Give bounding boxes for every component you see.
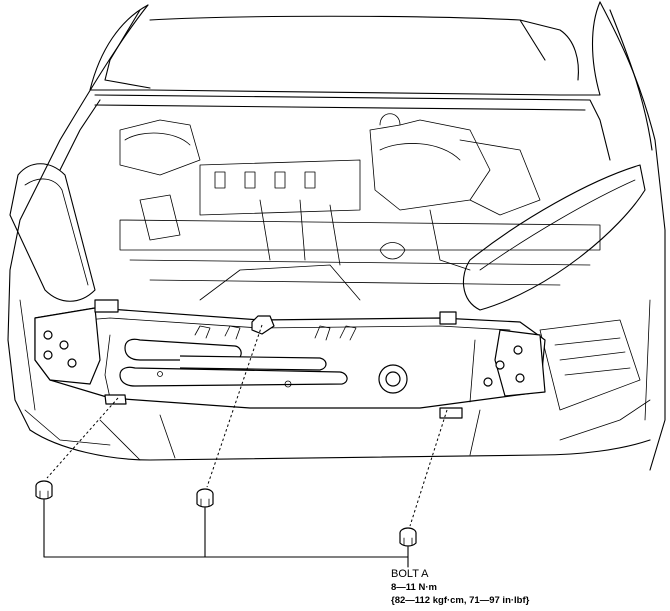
bolt-a-label: BOLT A <box>391 568 429 580</box>
bolt-left <box>35 480 53 500</box>
bolt-right <box>399 527 417 547</box>
vehicle-body <box>7 1 666 471</box>
torque-value-alt: {82—112 kgf·cm, 71—97 in·lbf} <box>391 595 530 606</box>
bumper-reinforcement <box>34 299 546 419</box>
bolt-a-callout: BOLT A 8—11 N·m {82—112 kgf·cm, 71—97 in… <box>391 568 529 607</box>
callout-leader <box>43 499 409 568</box>
bolt-center <box>196 488 214 508</box>
torque-value-nm: 8—11 N·m <box>391 582 437 593</box>
installation-guide-lines <box>46 324 448 527</box>
